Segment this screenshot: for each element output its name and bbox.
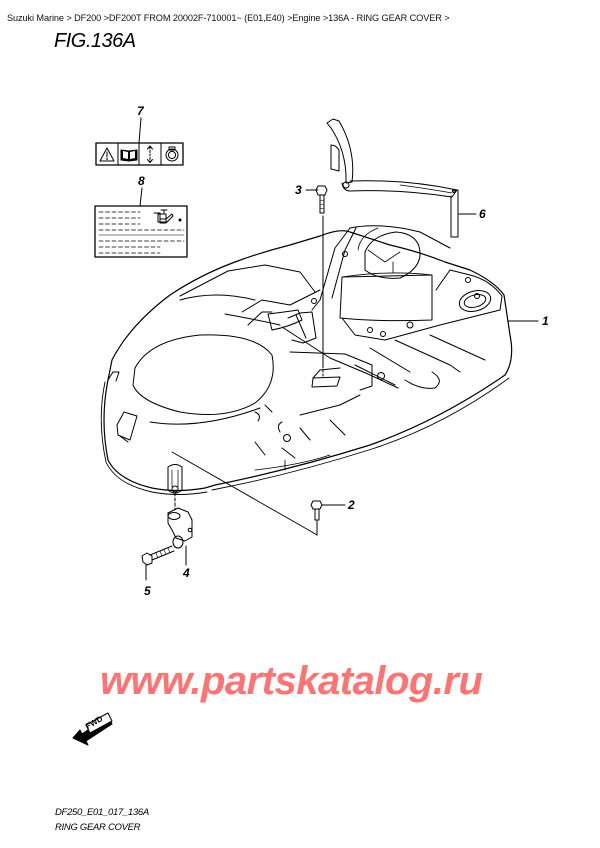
callout-6[interactable]: 6 (479, 207, 486, 221)
bolt-2-drawing[interactable] (310, 500, 346, 536)
breadcrumb-item-engine[interactable]: Engine (292, 13, 321, 23)
bracket-drawing[interactable] (326, 118, 477, 238)
callout-1[interactable]: 1 (542, 314, 549, 328)
callout-8[interactable]: 8 (138, 174, 145, 188)
callout-7[interactable]: 7 (137, 104, 144, 118)
drawing-code: DF250_E01_017_136A (55, 807, 149, 818)
ring-gear-cover-drawing[interactable] (100, 225, 539, 495)
clamp-drawing[interactable] (167, 492, 193, 566)
fwd-arrow-icon (72, 712, 113, 746)
callout-4[interactable]: 4 (183, 566, 190, 580)
callout-2[interactable]: 2 (348, 498, 355, 512)
breadcrumb-item-df200t[interactable]: DF200T FROM 20002F-710001~ (E01,E40) (108, 13, 285, 23)
breadcrumb-item-suzuki-marine[interactable]: Suzuki Marine (7, 13, 64, 23)
breadcrumb-item-ring-gear-cover[interactable]: 136A - RING GEAR COVER (328, 13, 442, 23)
oil-label-drawing[interactable] (94, 187, 188, 258)
callout-5[interactable]: 5 (144, 584, 151, 598)
figure-title: FIG.136A (54, 30, 136, 52)
breadcrumb-item-df200[interactable]: DF200 (74, 13, 102, 23)
caution-label-drawing[interactable] (95, 117, 184, 166)
bolt-3-drawing[interactable] (305, 185, 328, 377)
breadcrumb: Suzuki Marine > DF200 >DF200T FROM 20002… (7, 13, 450, 23)
watermark: www.partskatalog.ru (100, 659, 483, 703)
callout-3[interactable]: 3 (295, 183, 302, 197)
bolt-5-drawing[interactable] (141, 545, 175, 581)
drawing-name: RING GEAR COVER (55, 822, 141, 833)
